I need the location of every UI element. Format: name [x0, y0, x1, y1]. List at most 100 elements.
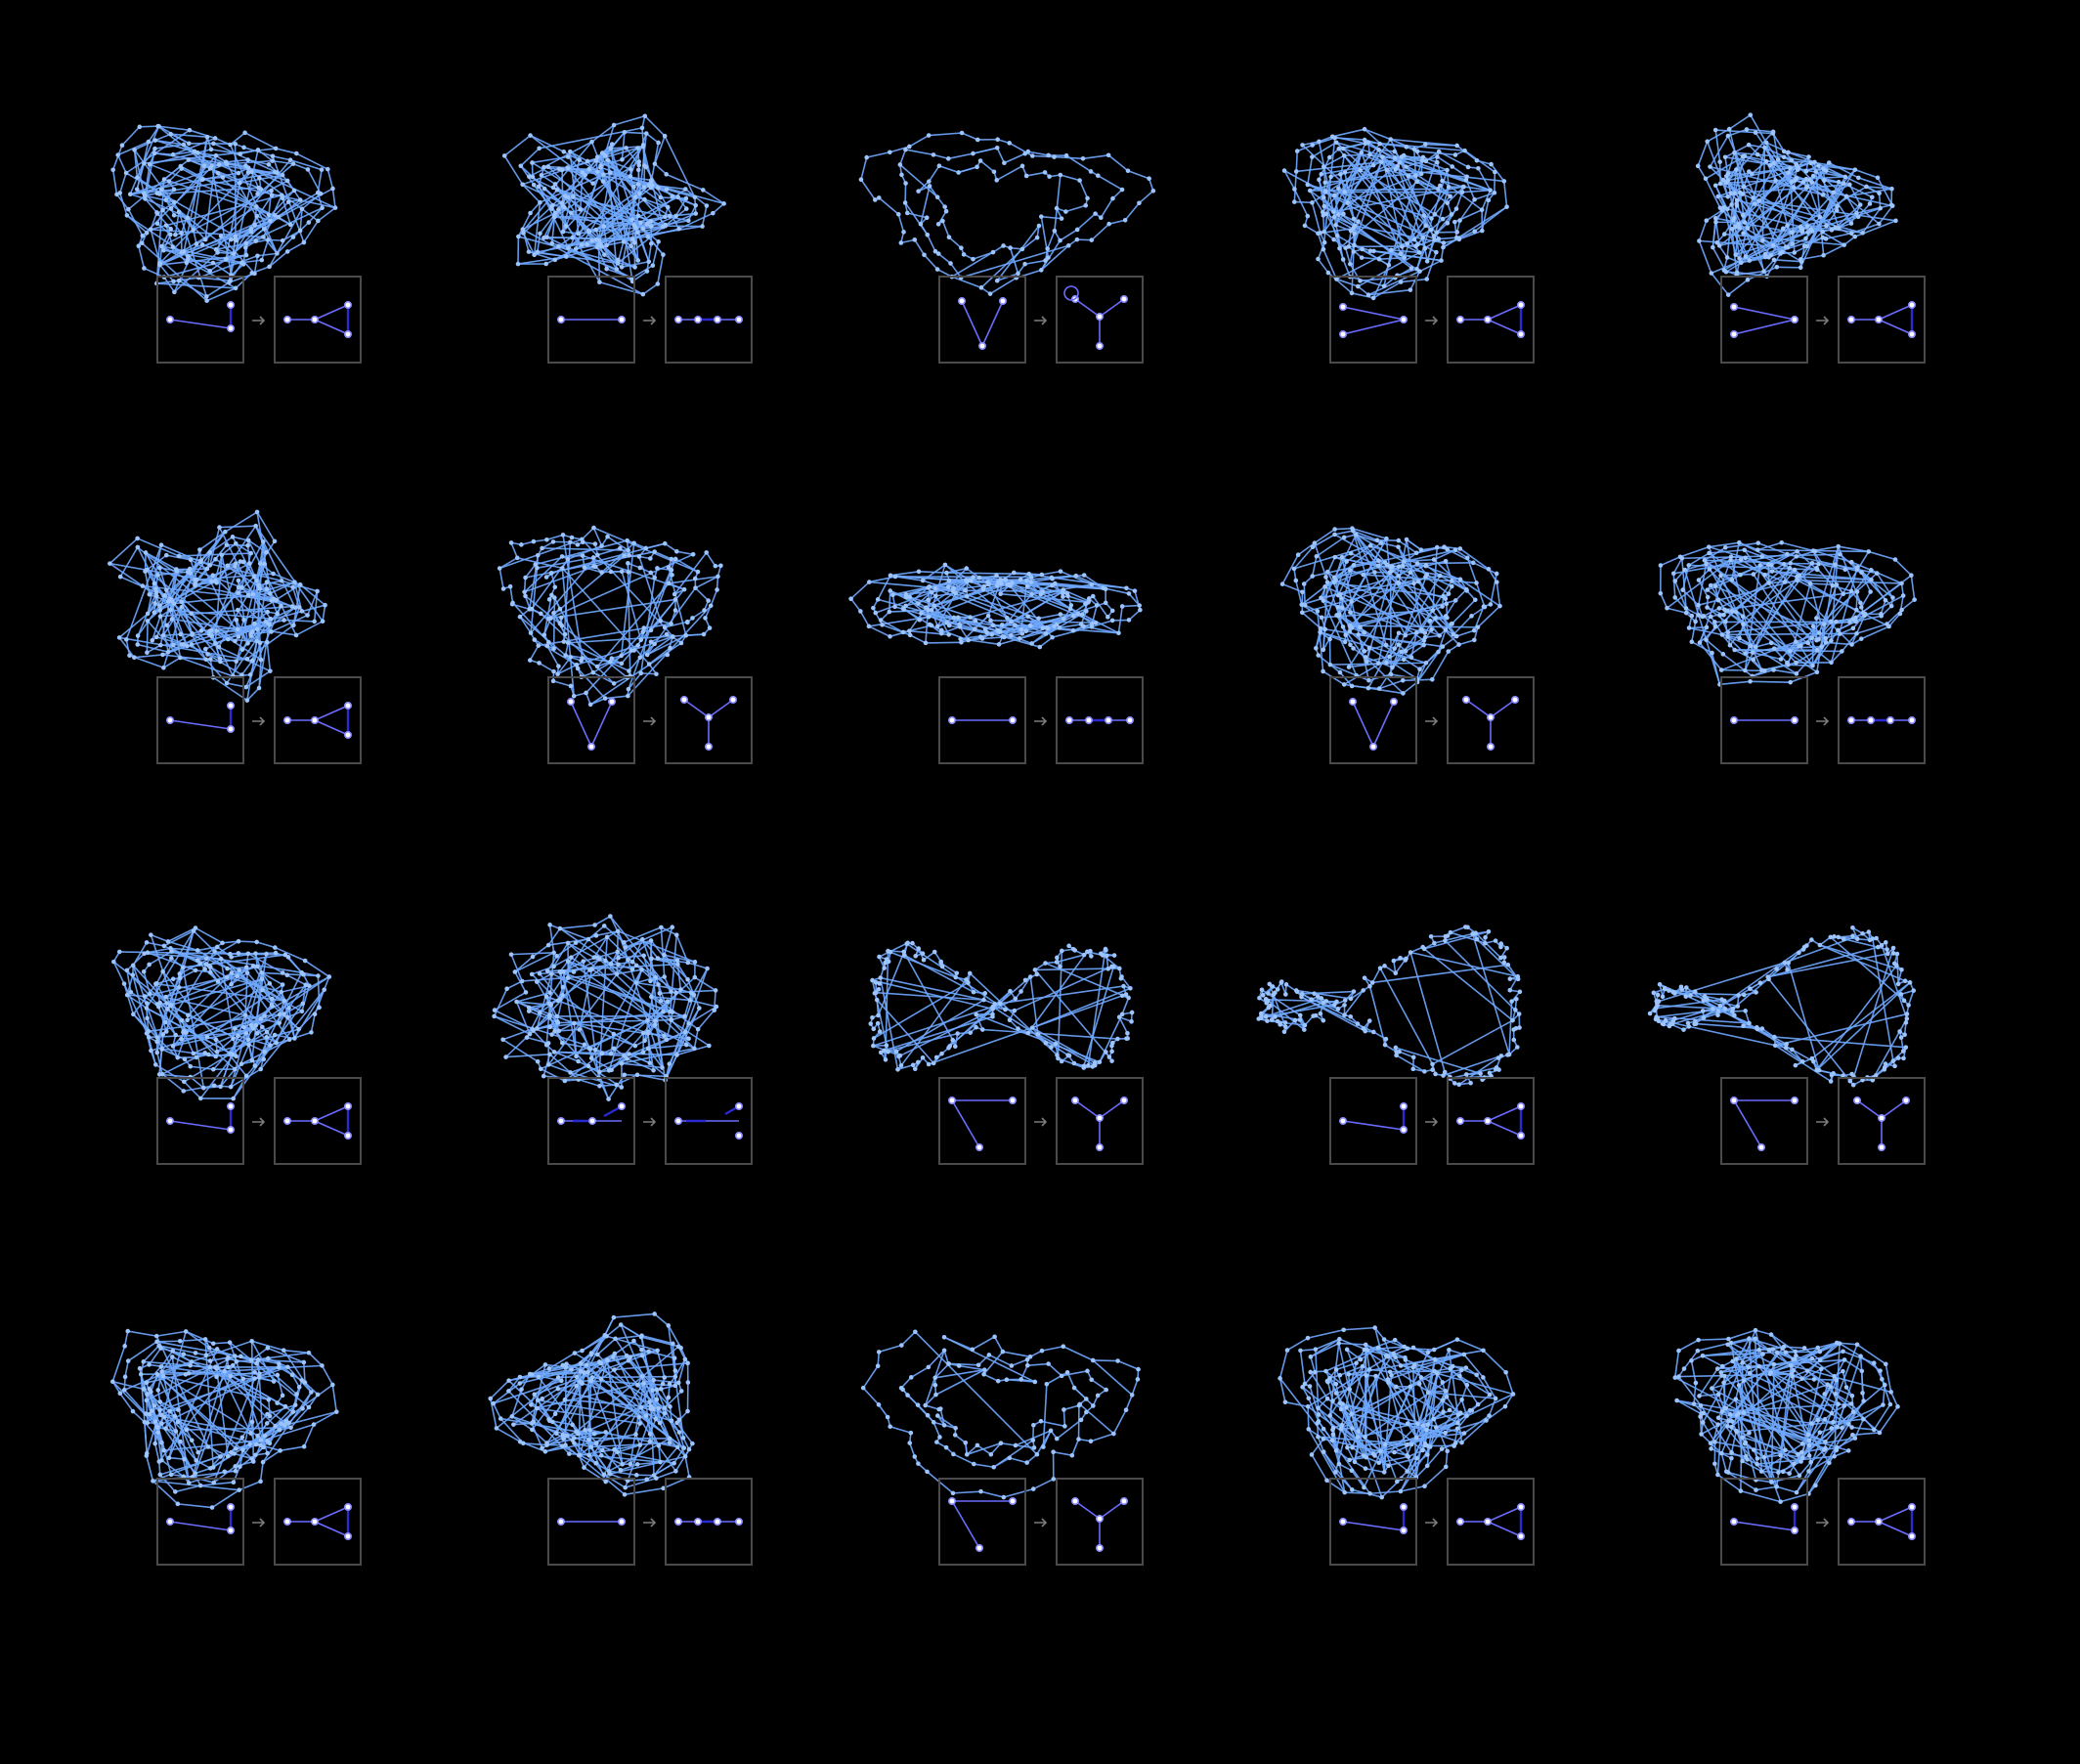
graph-node — [1829, 660, 1834, 666]
graph-edge — [1765, 160, 1777, 181]
graph-node — [1724, 206, 1730, 212]
graph-node — [546, 597, 552, 602]
rule-node — [227, 300, 236, 309]
evolved-graph — [1658, 539, 1917, 687]
graph-edge — [1342, 259, 1351, 278]
graph-node — [1292, 187, 1297, 192]
graph-node — [1119, 604, 1125, 609]
graph-node — [642, 163, 647, 168]
graph-node — [161, 247, 166, 253]
graph-node — [1721, 232, 1727, 237]
graph-edge — [247, 607, 296, 644]
graph-node — [1340, 257, 1346, 262]
graph-node — [1105, 615, 1110, 620]
graph-edge — [1894, 558, 1912, 577]
graph-node — [602, 252, 607, 257]
graph-edge — [1466, 557, 1478, 583]
graph-edge — [143, 971, 152, 995]
graph-edge — [1776, 266, 1801, 269]
graph-node — [1052, 154, 1057, 159]
graph-node — [252, 271, 257, 277]
graph-edge — [247, 1044, 253, 1061]
graph-node — [636, 554, 642, 559]
graph-edge — [1709, 541, 1740, 548]
graph-edge — [556, 656, 572, 675]
graph-edge — [1856, 566, 1872, 581]
graph-edge — [957, 617, 975, 630]
graph-edge — [1443, 238, 1460, 244]
graph-node — [1452, 547, 1458, 553]
graph-edge — [1735, 231, 1808, 256]
graph-node — [152, 138, 158, 143]
graph-node — [560, 566, 565, 571]
graph-node — [245, 641, 250, 646]
graph-node — [236, 938, 241, 944]
graph-node — [225, 563, 231, 569]
graph-node — [1670, 571, 1676, 577]
graph-node — [1856, 175, 1861, 181]
graph-drawing — [108, 509, 327, 703]
graph-node — [638, 670, 644, 676]
graph-node — [907, 594, 913, 600]
graph-node — [922, 252, 927, 258]
graph-node — [648, 639, 654, 645]
graph-edge — [111, 145, 123, 171]
graph-node — [1321, 598, 1326, 603]
graph-node — [208, 627, 214, 633]
graph-node — [1456, 642, 1461, 647]
graph-edge — [900, 238, 915, 244]
graph-edge — [1377, 566, 1400, 664]
graph-node — [548, 616, 553, 621]
graph-node — [211, 1066, 216, 1072]
graph-edge — [1722, 653, 1754, 677]
graph-node — [1122, 217, 1128, 223]
graph-node — [923, 640, 929, 646]
graph-edge — [1714, 585, 1820, 634]
graph-node — [1472, 229, 1477, 234]
graph-node — [1463, 586, 1469, 592]
graph-node — [528, 133, 533, 138]
graph-edge — [157, 125, 191, 131]
graph-node — [1787, 566, 1793, 571]
graph-node — [248, 550, 254, 556]
graph-node — [693, 585, 698, 590]
graph-edge — [331, 188, 336, 208]
graph-edge — [1406, 538, 1422, 551]
graph-edge — [599, 280, 644, 295]
rule-node — [586, 743, 595, 752]
graph-node — [1804, 243, 1810, 249]
graph-node — [1479, 207, 1485, 213]
graph-node — [568, 539, 573, 545]
graph-edge — [941, 220, 950, 238]
rule-panel — [401, 0, 816, 401]
graph-node — [217, 656, 223, 662]
graph-edge — [1398, 562, 1418, 577]
graph-edge — [165, 986, 180, 998]
graph-node — [171, 187, 177, 193]
graph-node — [1705, 139, 1711, 145]
graph-edge — [1698, 240, 1712, 274]
graph-node — [159, 1047, 164, 1052]
graph-edge — [654, 587, 697, 645]
graph-node — [1446, 184, 1452, 190]
graph-node — [154, 1039, 159, 1045]
graph-node — [1081, 573, 1087, 578]
rule-node — [1095, 342, 1104, 351]
graph-node — [1848, 231, 1854, 236]
graph-edge — [670, 610, 676, 624]
rule-lhs-graph — [948, 715, 1018, 724]
graph-node — [1038, 591, 1044, 597]
graph-node — [1384, 660, 1389, 666]
graph-edge — [191, 613, 262, 661]
graph-node — [927, 184, 932, 189]
graph-edge — [1333, 238, 1347, 249]
graph-edge — [1787, 237, 1806, 248]
graph-node — [216, 644, 222, 650]
graph-node — [964, 593, 970, 599]
graph-node — [1716, 606, 1722, 611]
graph-node — [558, 615, 564, 621]
graph-edge — [180, 165, 205, 234]
graph-node — [1440, 644, 1446, 649]
graph-node — [253, 523, 258, 529]
graph-edge — [222, 940, 239, 944]
